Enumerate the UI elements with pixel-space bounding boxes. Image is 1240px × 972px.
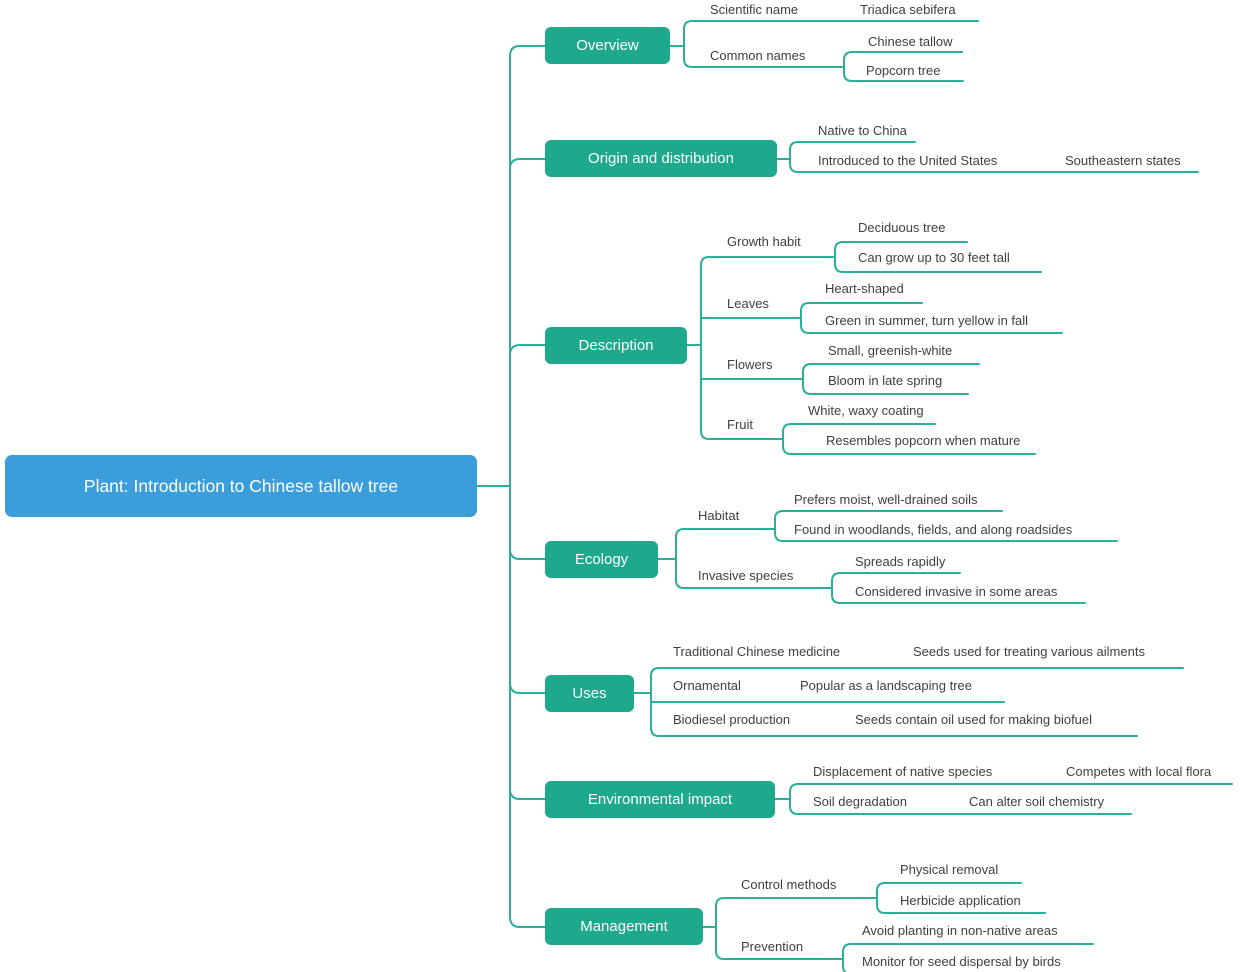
node-native-to-china[interactable]: Native to China [818,123,907,138]
branch-overview[interactable]: Overview [545,27,670,64]
connector-branch-env [509,788,546,800]
node-introduced-us[interactable]: Introduced to the United States [818,153,998,168]
node-competes-local-flora[interactable]: Competes with local flora [1066,764,1212,779]
connector-overview-bracket [683,20,693,68]
connector-fruit-bracket [782,423,792,455]
connector-flowers-bracket [802,363,812,395]
connector-branch-description [509,344,546,356]
branch-env-impact[interactable]: Environmental impact [545,781,775,818]
node-chinese-tallow[interactable]: Chinese tallow [868,34,953,49]
node-common-names[interactable]: Common names [710,48,806,63]
node-invasive-species[interactable]: Invasive species [698,568,794,583]
connector-branch-uses [509,682,546,694]
node-avoid-planting[interactable]: Avoid planting in non-native areas [862,923,1058,938]
connector-invasive-bracket [831,572,841,604]
node-popcorn-tree[interactable]: Popcorn tree [866,63,941,78]
node-southeastern-states[interactable]: Southeastern states [1065,153,1181,168]
connector-control-methods-bracket [876,882,886,914]
connector-branch-origin [509,158,546,170]
node-considered-invasive[interactable]: Considered invasive in some areas [855,584,1058,599]
branch-description[interactable]: Description [545,327,687,364]
node-displacement-native[interactable]: Displacement of native species [813,764,993,779]
node-heart-shaped[interactable]: Heart-shaped [825,281,904,296]
node-landscaping-tree[interactable]: Popular as a landscaping tree [800,678,973,693]
branch-origin[interactable]: Origin and distribution [545,140,777,177]
root-node[interactable]: Plant: Introduction to Chinese tallow tr… [5,455,477,517]
node-herbicide-application[interactable]: Herbicide application [900,893,1021,908]
node-alter-soil-chemistry[interactable]: Can alter soil chemistry [969,794,1105,809]
connector-management-bracket [715,897,725,960]
node-traditional-medicine[interactable]: Traditional Chinese medicine [673,644,841,659]
node-flowers[interactable]: Flowers [727,357,773,372]
branch-management[interactable]: Management [545,908,703,945]
node-fruit[interactable]: Fruit [727,417,753,432]
branch-uses[interactable]: Uses [545,675,634,712]
node-spreads-rapidly[interactable]: Spreads rapidly [855,554,946,569]
node-soil-degradation[interactable]: Soil degradation [813,794,907,809]
connector-leaves-bracket [800,302,810,334]
connector-origin-bracket [789,141,799,173]
node-seeds-treating-ailments[interactable]: Seeds used for treating various ailments [913,644,1145,659]
node-resembles-popcorn[interactable]: Resembles popcorn when mature [826,433,1021,448]
node-prevention[interactable]: Prevention [741,939,804,954]
node-prefers-moist-soils[interactable]: Prefers moist, well-drained soils [794,492,978,507]
node-triadica-sebifera[interactable]: Triadica sebifera [860,2,956,17]
node-ornamental[interactable]: Ornamental [673,678,741,693]
node-physical-removal[interactable]: Physical removal [900,862,999,877]
node-found-woodlands[interactable]: Found in woodlands, fields, and along ro… [794,522,1073,537]
node-monitor-seed-dispersal[interactable]: Monitor for seed dispersal by birds [862,954,1061,969]
branch-ecology[interactable]: Ecology [545,541,658,578]
connector-growth-habit-bracket [834,241,844,273]
connector-env-bracket [789,783,799,815]
node-small-greenish-white[interactable]: Small, greenish-white [828,343,953,358]
connector-prevention-bracket [842,943,852,972]
node-scientific-name[interactable]: Scientific name [710,2,799,17]
node-biodiesel-production[interactable]: Biodiesel production [673,712,791,727]
connector-ecology-bracket [675,528,685,589]
node-habitat[interactable]: Habitat [698,508,740,523]
node-control-methods[interactable]: Control methods [741,877,837,892]
node-white-waxy-coating[interactable]: White, waxy coating [808,403,924,418]
node-leaves[interactable]: Leaves [727,296,769,311]
connector-description-bracket [700,256,710,440]
node-bloom-late-spring[interactable]: Bloom in late spring [828,373,943,388]
connector-branch-ecology [509,548,546,560]
connector-habitat-bracket [774,510,784,542]
node-seeds-oil-biofuel[interactable]: Seeds contain oil used for making biofue… [855,712,1093,727]
connector-common-names-bracket [843,51,853,82]
node-green-in-summer[interactable]: Green in summer, turn yellow in fall [825,313,1029,328]
connector-trunk [509,45,546,928]
node-can-grow-30ft[interactable]: Can grow up to 30 feet tall [858,250,1010,265]
node-deciduous-tree[interactable]: Deciduous tree [858,220,946,235]
node-growth-habit[interactable]: Growth habit [727,234,801,249]
